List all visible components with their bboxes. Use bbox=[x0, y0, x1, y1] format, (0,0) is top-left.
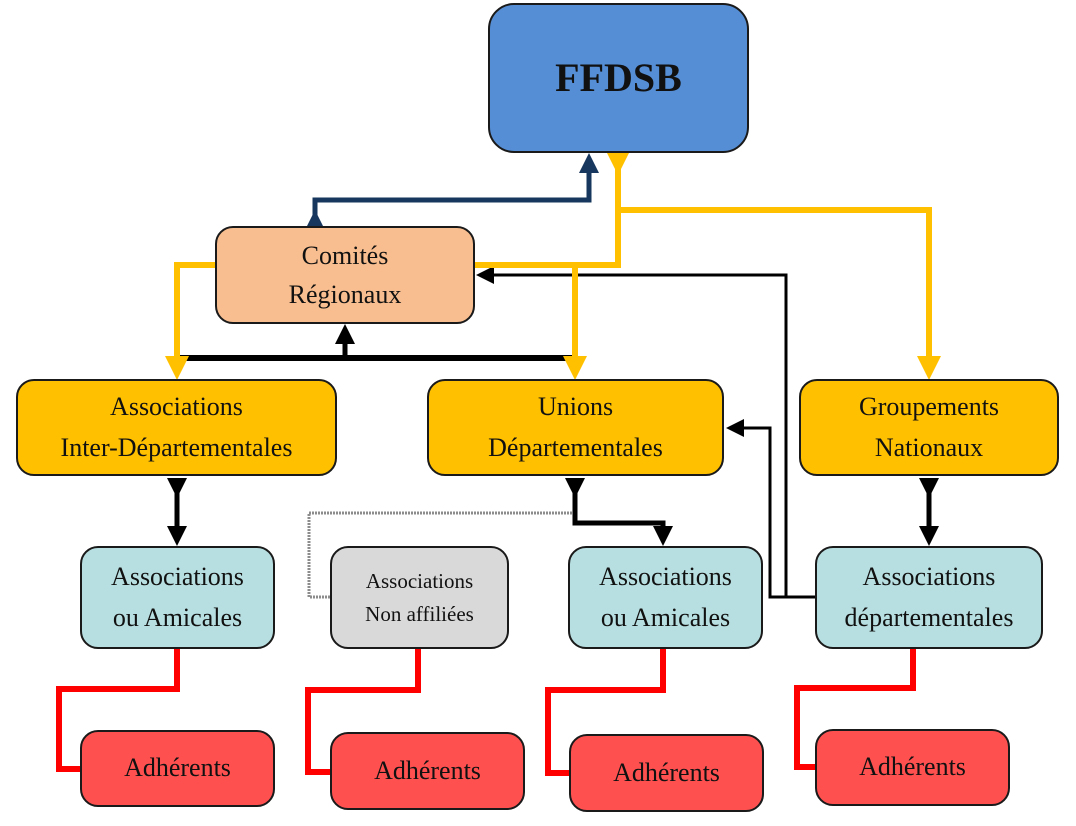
node-label-line: Associations bbox=[365, 568, 474, 593]
node-groupements-nationaux: Groupements Nationaux bbox=[799, 379, 1059, 476]
node-label-line: Régionaux bbox=[288, 280, 402, 309]
node-label-line: Unions bbox=[537, 392, 614, 422]
edge-assocdep-adherents4 bbox=[794, 649, 916, 770]
edge-nonaffiliees-unions bbox=[307, 511, 575, 599]
edge-unions-amicales2 bbox=[565, 478, 673, 546]
node-label-line: Adhérents bbox=[124, 753, 231, 783]
edge-comites-ffdsb bbox=[305, 153, 599, 230]
node-label-line: Groupements bbox=[858, 392, 1000, 422]
node-label-line: Adhérents bbox=[613, 757, 720, 787]
edge-amicales1-adherents1 bbox=[56, 649, 180, 772]
node-label-line: Associations bbox=[110, 392, 243, 422]
node-label-line: Départementales bbox=[488, 432, 663, 462]
node-adherents-2: Adhérents bbox=[330, 732, 525, 810]
edge-amicales2-adherents3 bbox=[545, 649, 666, 776]
node-label-line: Comités bbox=[301, 241, 389, 270]
node-label-line: Adhérents bbox=[374, 755, 481, 785]
node-comites-regionaux: Comités Régionaux bbox=[215, 226, 475, 324]
node-label-line: Associations bbox=[599, 562, 732, 592]
node-adherents-1: Adhérents bbox=[80, 730, 275, 807]
node-associations-amicales-1: Associations ou Amicales bbox=[80, 546, 275, 649]
edge-ffdsb-gn bbox=[618, 207, 941, 380]
node-adherents-3: Adhérents bbox=[569, 734, 764, 812]
node-associations-departementales: Associations départementales bbox=[815, 546, 1043, 649]
node-label-line: Nationaux bbox=[874, 432, 984, 462]
node-label-line: Inter-Départementales bbox=[60, 432, 293, 462]
edge-nonaffiliees-adherents2 bbox=[305, 649, 421, 775]
node-label-line: ou Amicales bbox=[600, 602, 731, 632]
node-ffdsb-label: FFDSB bbox=[555, 55, 682, 100]
node-unions-departementales: Unions Départementales bbox=[427, 379, 724, 476]
node-associations-non-affiliees: Associations Non affiliées bbox=[330, 546, 509, 649]
node-ffdsb: FFDSB bbox=[488, 3, 749, 153]
node-label-line: Associations bbox=[111, 562, 244, 592]
node-associations-inter-departementales: Associations Inter-Départementales bbox=[16, 379, 337, 476]
node-associations-amicales-2: Associations ou Amicales bbox=[568, 546, 763, 649]
node-label-line: départementales bbox=[844, 602, 1014, 632]
node-label-line: Adhérents bbox=[859, 752, 966, 782]
edge-assocdep-comites bbox=[476, 266, 815, 599]
edge-assocdep-unions bbox=[726, 419, 786, 599]
node-label-line: ou Amicales bbox=[112, 602, 243, 632]
node-label-line: Associations bbox=[862, 562, 996, 592]
node-label-line: Non affiliées bbox=[365, 601, 474, 626]
node-adherents-4: Adhérents bbox=[815, 729, 1010, 806]
